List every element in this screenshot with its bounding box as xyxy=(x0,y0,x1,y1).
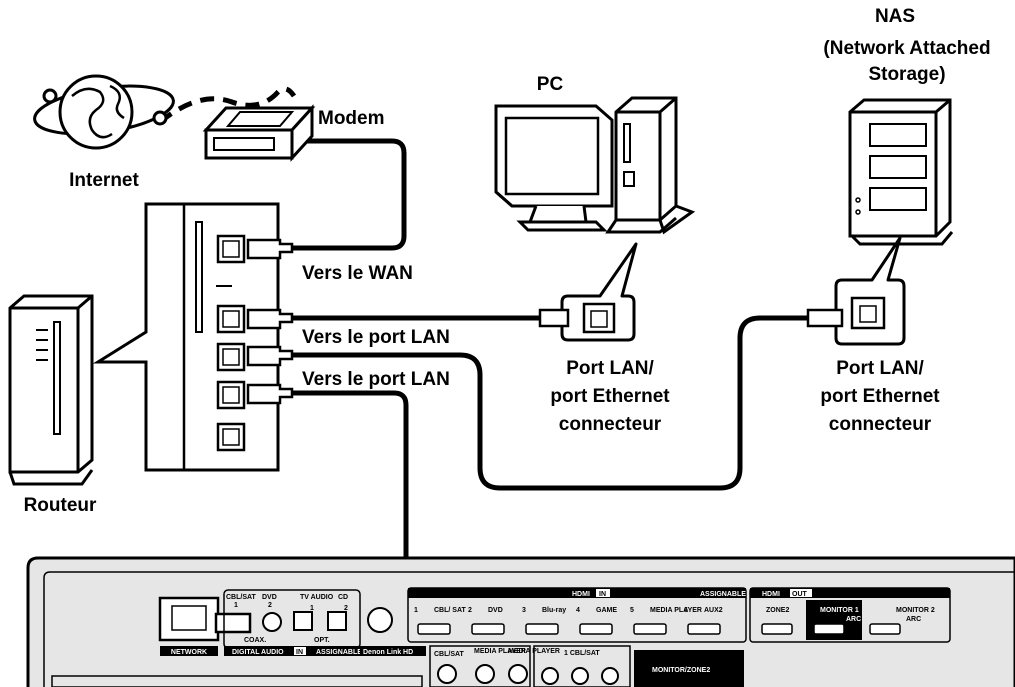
digital-audio-cd: CD xyxy=(338,594,348,601)
digital-audio-1a: 1 xyxy=(234,602,238,609)
hdmi-in-name: DVD xyxy=(488,607,503,614)
internet-globe-icon xyxy=(33,74,175,150)
hdmi-assignable-label: ASSIGNABLE xyxy=(700,591,746,598)
modem-icon xyxy=(202,104,316,162)
nas-port-label-1: Port LAN/ xyxy=(836,358,924,379)
hdmi-in-number: 6 xyxy=(684,607,688,614)
wan-label: Vers le WAN xyxy=(302,263,413,284)
hdmi-in-number: 1 xyxy=(414,607,418,614)
nas-label-line1: NAS xyxy=(875,6,915,27)
hdmi-in-name: CBL/ SAT xyxy=(434,607,466,614)
hdmi-in-number: 4 xyxy=(576,607,580,614)
pc-port-label-3: connecteur xyxy=(559,414,662,435)
composite-media-1: MEDIA PLAYER xyxy=(474,648,526,655)
composite-cbl-sat: CBL/SAT xyxy=(434,651,465,658)
hdmi-in-number: 2 xyxy=(468,607,472,614)
network-label: NETWORK xyxy=(171,649,207,656)
digital-audio-label: DIGITAL AUDIO xyxy=(232,649,284,656)
component-cbl-sat: 1 CBL/SAT xyxy=(564,650,600,657)
monitor2-label: MONITOR 2 xyxy=(896,607,935,614)
hdmi-in-name: AUX2 xyxy=(704,607,723,614)
router-label: Routeur xyxy=(24,495,97,516)
pc-icon xyxy=(494,96,696,235)
digital-audio-in: IN xyxy=(296,649,303,656)
zone2-label: ZONE2 xyxy=(766,607,789,614)
hdmi-in-port xyxy=(687,623,721,635)
nas-icon xyxy=(848,98,954,246)
opt-label: OPT. xyxy=(314,637,330,644)
monitor1-label: MONITOR 1 xyxy=(820,607,859,614)
router-ports xyxy=(216,234,246,452)
coax-label: COAX. xyxy=(244,637,266,644)
nas-port-label-2: port Ethernet xyxy=(820,386,940,407)
lan-label-1: Vers le port LAN xyxy=(302,327,450,348)
digital-audio-cbl-sat: CBL/SAT xyxy=(226,594,257,601)
pc-port-label-1: Port LAN/ xyxy=(566,358,654,379)
digital-audio-assignable: ASSIGNABLE xyxy=(316,649,362,656)
hdmi-in-port xyxy=(417,623,451,635)
monitor2-arc: ARC xyxy=(906,616,921,623)
hdmi-in-port xyxy=(471,623,505,635)
digital-audio-dvd: DVD xyxy=(262,594,277,601)
monitor1-arc: ARC xyxy=(846,616,861,623)
digital-audio-2b: 2 xyxy=(344,605,348,612)
digital-audio-1b: 1 xyxy=(310,605,314,612)
nas-port-label-3: connecteur xyxy=(829,414,932,435)
pc-port-label-2: port Ethernet xyxy=(550,386,670,407)
hdmi-in-name: GAME xyxy=(596,607,617,614)
digital-audio-2a: 2 xyxy=(268,602,272,609)
hdmi-in-number: 3 xyxy=(522,607,526,614)
pc-label: PC xyxy=(537,74,564,95)
pc-port-callout xyxy=(538,242,638,342)
hdmi-in-port xyxy=(525,623,559,635)
hdmi-in-name: MEDIA PLAYER xyxy=(650,607,702,614)
hdmi-in-number: 5 xyxy=(630,607,634,614)
denon-link-label: Denon Link HD xyxy=(363,649,413,656)
hdmi-in-name: Blu-ray xyxy=(542,607,566,614)
monitor-zone2-label: MONITOR/ZONE2 xyxy=(652,667,710,674)
nas-label-line3: Storage) xyxy=(868,64,945,85)
lan-label-2: Vers le port LAN xyxy=(302,369,450,390)
router-plugs xyxy=(246,238,294,405)
nas-lan-cable xyxy=(287,315,811,491)
hdmi-in-port xyxy=(633,623,667,635)
hdmi-in-label: HDMI xyxy=(572,591,590,598)
digital-audio-tv: TV AUDIO xyxy=(300,594,334,601)
wan-cable xyxy=(289,138,407,251)
internet-link xyxy=(158,86,297,124)
nas-port-callout xyxy=(806,236,906,346)
nas-label-line2: (Network Attached xyxy=(823,38,990,59)
internet-label: Internet xyxy=(69,170,139,191)
modem-label: Modem xyxy=(318,108,385,129)
hdmi-in-port xyxy=(579,623,613,635)
hdmi-out-label: HDMI xyxy=(762,591,780,598)
router-icon xyxy=(8,294,94,486)
hdmi-in-tag: IN xyxy=(599,591,606,598)
avr-rear-panel: NETWORK CBL/SAT DVD TV AUDIO CD 1 2 1 2 … xyxy=(26,556,1015,687)
hdmi-out-tag: OUT xyxy=(792,591,808,598)
